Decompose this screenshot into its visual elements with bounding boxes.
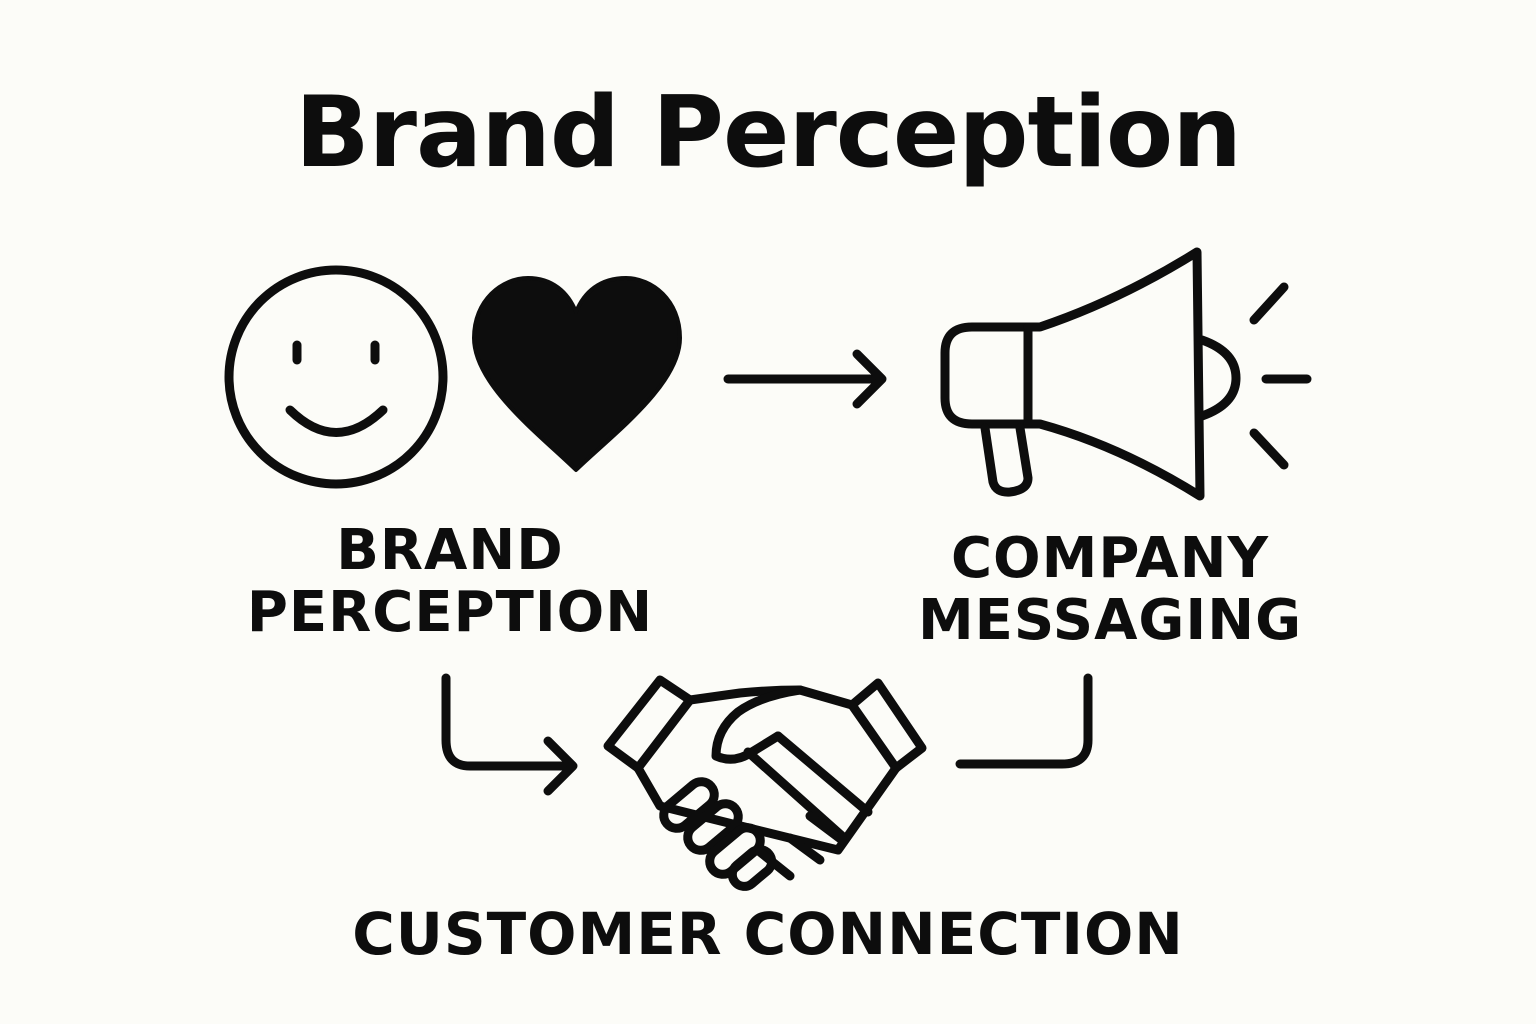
brand-perception-label-line1: BRAND: [336, 518, 564, 583]
smiley-face-icon: [224, 265, 448, 489]
company-messaging-label: COMPANY MESSAGING: [880, 528, 1340, 652]
customer-connection-label: CUSTOMER CONNECTION: [352, 900, 1184, 968]
heart-icon: [472, 276, 682, 472]
diagram-title: Brand Perception: [294, 76, 1242, 190]
company-messaging-label-line2: MESSAGING: [917, 588, 1303, 653]
line-company-to-customer: [955, 673, 1093, 769]
brand-perception-label-line2: PERCEPTION: [246, 580, 654, 645]
arrow-brand-to-customer: [441, 673, 578, 796]
arrow-brand-to-company: [723, 349, 887, 409]
megaphone-icon: [940, 247, 1312, 501]
company-messaging-label-line1: COMPANY: [950, 526, 1270, 591]
brand-perception-label: BRAND PERCEPTION: [220, 520, 680, 644]
handshake-icon: [603, 675, 927, 891]
